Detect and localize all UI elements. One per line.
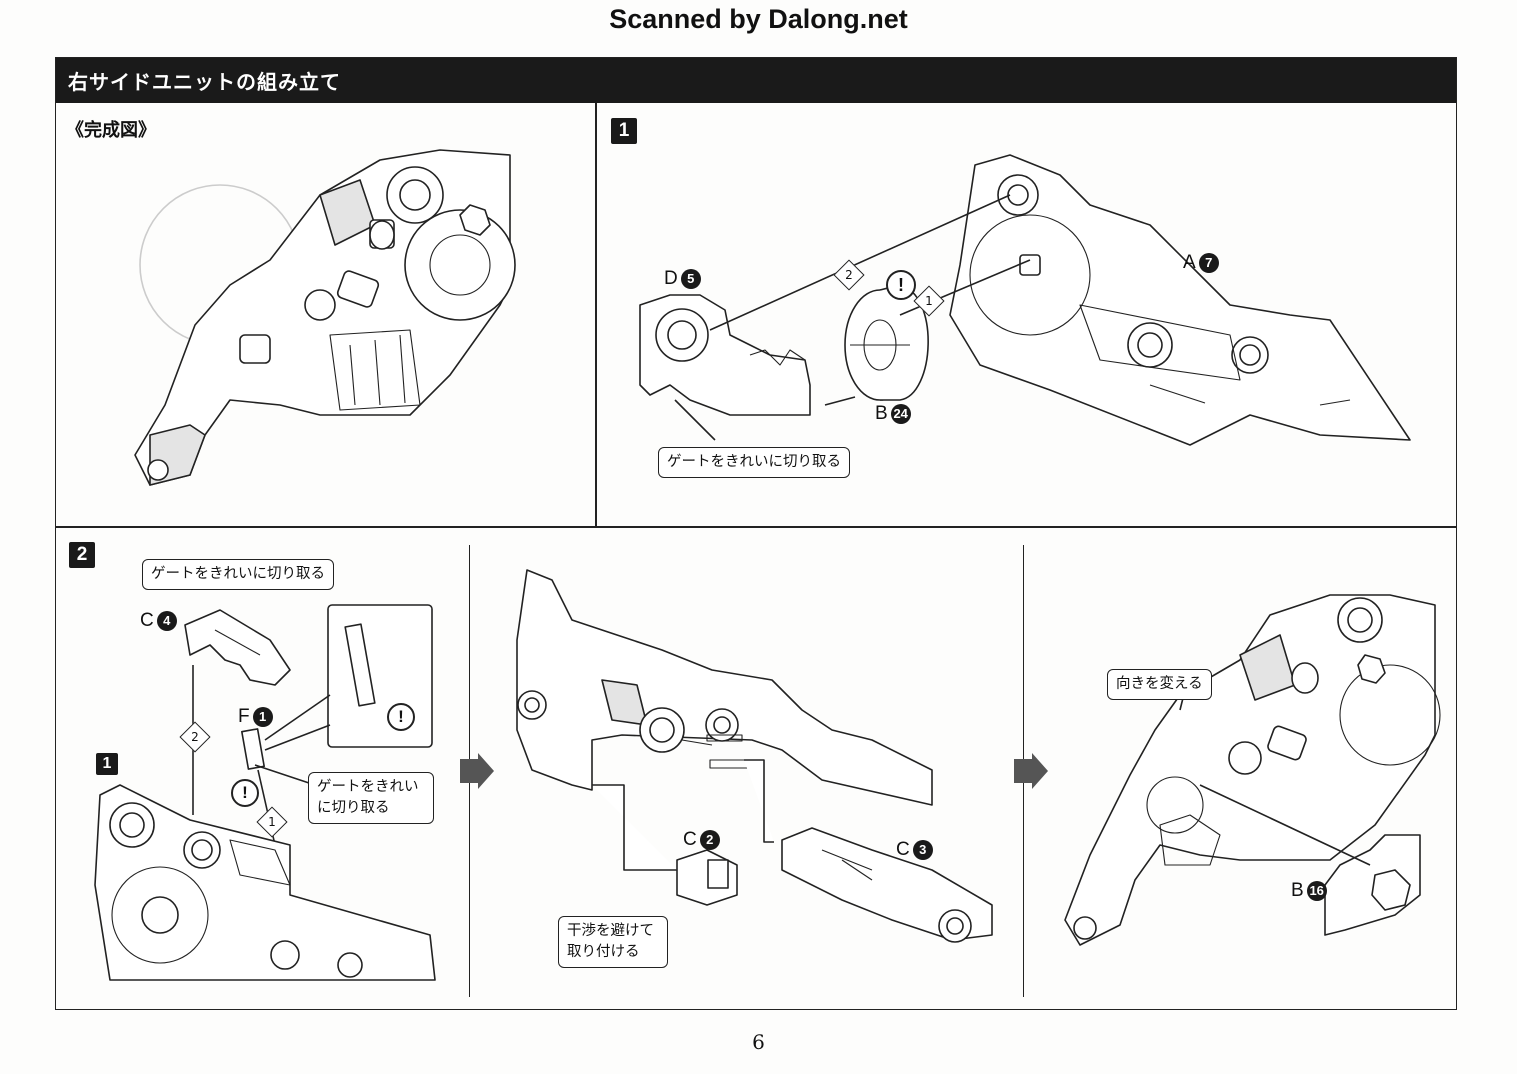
next-step-arrow	[1014, 753, 1048, 789]
step1-illustration	[639, 154, 1411, 446]
header-bar	[56, 58, 1456, 103]
section-title: 右サイドユニットの組み立て	[68, 70, 341, 94]
panel-divider-horizontal	[56, 526, 1456, 528]
panel-divider-vertical-top	[595, 103, 597, 526]
callout-line-2: 取り付ける	[567, 944, 640, 960]
callout-line-1: 干渉を避けて	[567, 923, 654, 939]
callout-avoid-interference: 干渉を避けて 取り付ける	[558, 916, 668, 968]
step2-subassembly-ref: 1	[96, 753, 118, 775]
callout-gate-cut-side: ゲートをきれい に切り取る	[308, 772, 434, 824]
complete-view-label: 《完成図》	[66, 120, 156, 141]
warning-icon-small: !	[231, 779, 259, 807]
step-1-badge: 1	[611, 118, 637, 144]
page-number: 6	[752, 1030, 765, 1054]
warning-icon: !	[886, 270, 916, 300]
callout-change-orientation: 向きを変える	[1107, 669, 1212, 700]
step2-panel-c-illustration	[1064, 594, 1441, 946]
step2-panel-b-illustration	[516, 569, 993, 943]
scan-credit: Scanned by Dalong.net	[609, 4, 908, 34]
warning-icon-detail: !	[387, 703, 415, 731]
next-step-arrow	[460, 753, 494, 789]
callout-gate-cut-step1: ゲートをきれいに切り取る	[658, 447, 850, 478]
complete-view-illustration	[134, 149, 516, 486]
callout-line-2: に切り取る	[317, 800, 390, 816]
step2-panel-a-illustration	[94, 604, 436, 981]
callout-gate-cut-top: ゲートをきれいに切り取る	[142, 559, 334, 590]
step-2-badge: 2	[69, 542, 95, 568]
instruction-frame	[55, 57, 1457, 1010]
callout-line-1: ゲートをきれい	[317, 779, 419, 795]
